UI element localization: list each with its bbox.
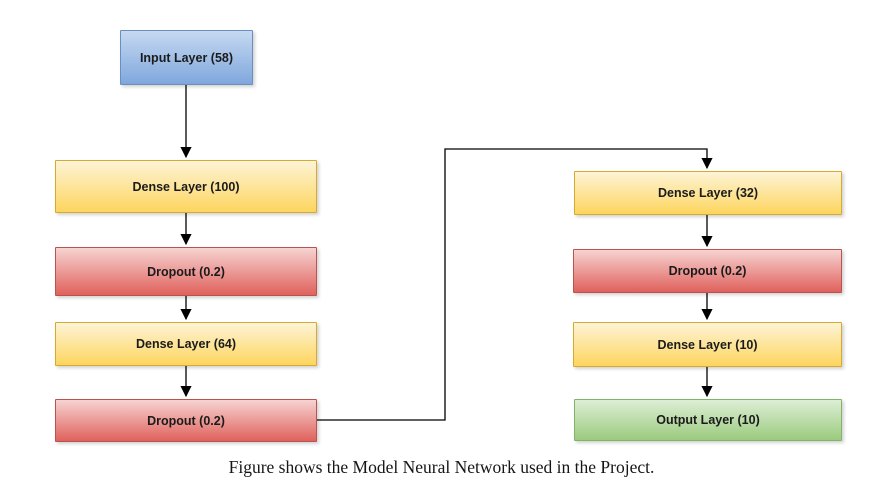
node-label: Dropout (0.2) [668,264,747,278]
node-label: Dense Layer (10) [657,337,758,352]
node-input-layer: Input Layer (58) [120,30,253,85]
node-dropout-2: Dropout (0.2) [55,399,317,442]
node-dropout-1: Dropout (0.2) [55,247,317,296]
node-dropout-3: Dropout (0.2) [573,249,842,293]
node-label: Output Layer (10) [656,413,760,427]
node-label: Input Layer (58) [139,50,234,65]
node-dense-layer-64: Dense Layer (64) [55,322,317,366]
node-label: Dropout (0.2) [147,413,225,428]
node-dense-layer-100: Dense Layer (100) [55,160,317,213]
node-label: Dense Layer (64) [135,337,237,351]
node-dense-layer-32: Dense Layer (32) [574,171,842,215]
node-dense-layer-10: Dense Layer (10) [573,322,842,367]
node-label: Dense Layer (100) [132,179,240,194]
node-label: Dropout (0.2) [147,264,225,279]
node-output-layer: Output Layer (10) [574,399,842,441]
figure-caption: Figure shows the Model Neural Network us… [228,457,655,477]
node-label: Dense Layer (32) [657,186,759,200]
